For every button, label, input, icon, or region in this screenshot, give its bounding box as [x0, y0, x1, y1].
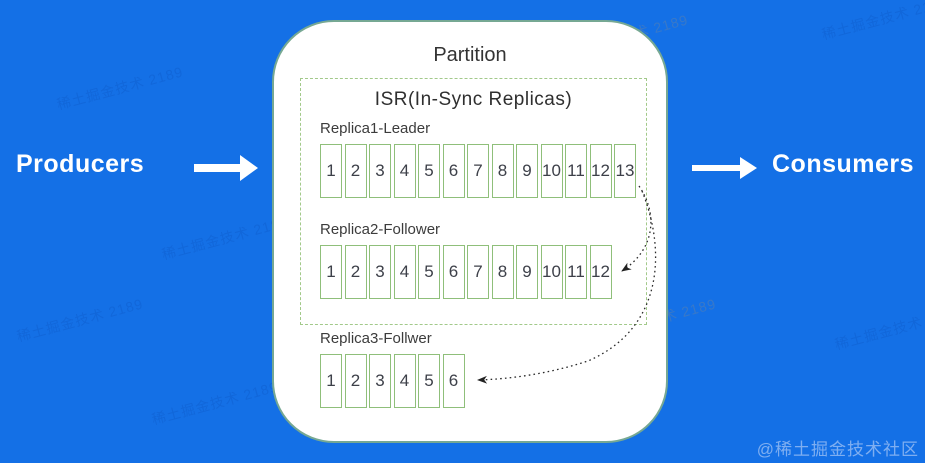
faint-watermark: 稀土掘金技术 2189 [833, 303, 925, 353]
faint-watermark: 稀土掘金技术 2189 [160, 213, 290, 263]
log-cell: 8 [491, 144, 514, 198]
log-cell: 3 [369, 245, 391, 299]
replica-label: Replica3-Follwer [320, 330, 432, 347]
log-cell: 4 [393, 245, 416, 299]
replica-label: Replica2-Follower [320, 221, 441, 238]
log-cell: 11 [565, 144, 587, 198]
log-cell: 5 [418, 245, 440, 299]
log-cell: 12 [589, 245, 612, 299]
faint-watermark: 稀土掘金技术 2189 [150, 378, 280, 428]
log-cell: 13 [614, 144, 636, 198]
log-cell: 6 [442, 245, 465, 299]
log-cell: 6 [442, 144, 465, 198]
log-cell: 1 [320, 245, 342, 299]
producers-label: Producers [16, 150, 145, 178]
replica-label: Replica1-Leader [320, 120, 431, 137]
log-cell: 5 [418, 144, 440, 198]
site-watermark: @稀土掘金技术社区 [756, 440, 919, 459]
log-cell: 2 [344, 144, 367, 198]
log-cell: 3 [369, 354, 391, 408]
partition-title: Partition [433, 44, 507, 66]
log-cell: 7 [467, 245, 489, 299]
log-cell: 10 [540, 245, 563, 299]
log-cell: 5 [418, 354, 440, 408]
log-cell: 9 [516, 144, 538, 198]
faint-watermark: 稀土掘金技术 2189 [15, 295, 145, 345]
log-cell: 6 [442, 354, 465, 408]
isr-title: ISR(In-Sync Replicas) [374, 89, 573, 110]
log-cell: 10 [540, 144, 563, 198]
log-cell: 3 [369, 144, 391, 198]
log-cell: 1 [320, 144, 342, 198]
faint-watermark: 稀土掘金技术 2189 [820, 0, 925, 43]
log-cell: 9 [516, 245, 538, 299]
log-cell: 2 [344, 354, 367, 408]
log-cell: 11 [565, 245, 587, 299]
partition-panel: Partition ISR(In-Sync Replicas) Replica1… [272, 20, 668, 443]
consumers-label: Consumers [772, 150, 915, 178]
log-cell: 1 [320, 354, 342, 408]
log-cell: 12 [589, 144, 612, 198]
log-cell: 4 [393, 144, 416, 198]
log-cell: 4 [393, 354, 416, 408]
faint-watermark: 稀土掘金技术 2189 [55, 63, 185, 113]
log-cell: 7 [467, 144, 489, 198]
log-cell: 2 [344, 245, 367, 299]
log-cell: 8 [491, 245, 514, 299]
